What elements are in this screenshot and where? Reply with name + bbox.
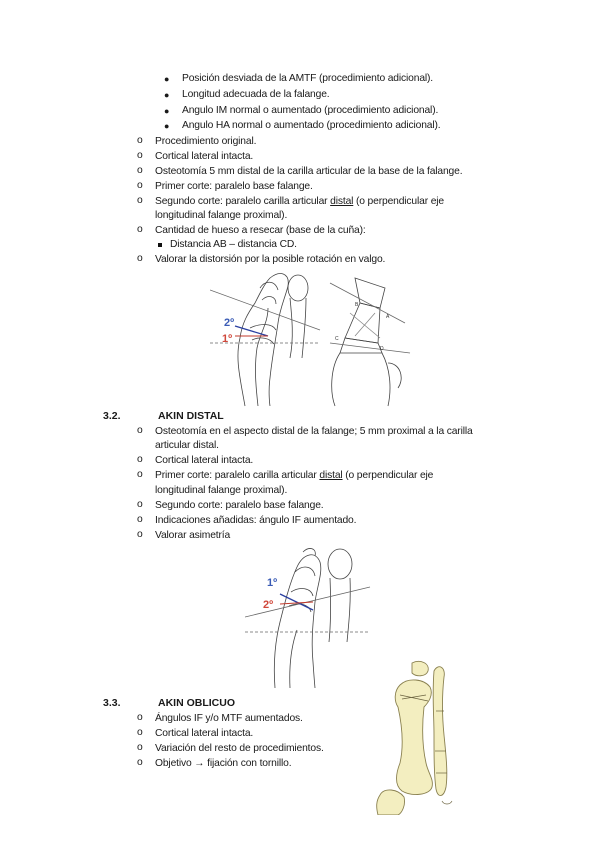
section-number: 3.3. — [103, 697, 121, 709]
bullet-dot: ● — [164, 90, 170, 100]
bullet-o: o — [137, 454, 143, 465]
figure-label-d: D — [380, 346, 384, 352]
list-item: Variación del resto de procedimientos. — [155, 743, 324, 754]
bullet-o: o — [137, 514, 143, 525]
bullet-o: o — [137, 135, 143, 146]
bullet-o: o — [137, 150, 143, 161]
figure-akin-oblicuo — [376, 660, 453, 815]
text-run: Primer corte: paralelo carilla articular — [155, 470, 320, 481]
figure-label-b: B — [355, 302, 359, 308]
section-title: AKIN DISTAL — [158, 410, 224, 422]
list-item: Ángulos IF y/o MTF aumentados. — [155, 713, 303, 724]
figure-label-2: 2º — [224, 317, 234, 329]
list-item: Valorar la distorsión por la posible rot… — [155, 254, 386, 265]
underlined-word: distal — [330, 196, 354, 207]
list-item: Valorar asimetría — [155, 530, 231, 541]
figure-label-1: 1º — [222, 333, 232, 345]
list-item: Osteotomía 5 mm distal de la carilla art… — [155, 166, 463, 177]
figure-label-a: A — [386, 314, 390, 320]
bullet-o: o — [137, 180, 143, 191]
bullet-o: o — [137, 224, 143, 235]
figure-akin-distal: 1º 2º — [245, 548, 371, 689]
text-run: (o perpendicular eje — [353, 196, 445, 207]
figure-label-c: C — [335, 336, 339, 342]
bullet-o: o — [137, 469, 143, 480]
list-item: Distancia AB – distancia CD. — [170, 239, 297, 250]
underlined-word: distal — [319, 470, 343, 481]
bullet-o: o — [137, 499, 143, 510]
bullet-o: o — [137, 727, 143, 738]
figure-label-1: 1º — [267, 577, 277, 589]
list-item: Segundo corte: paralelo base falange. — [155, 500, 324, 511]
list-item: Primer corte: paralelo base falange. — [155, 181, 313, 192]
list-item-continuation: longitudinal falange proximal). — [155, 485, 288, 496]
list-item: Indicaciones añadidas: ángulo IF aumenta… — [155, 515, 357, 526]
list-item: Angulo HA normal o aumentado (procedimie… — [182, 120, 441, 131]
list-item: Cortical lateral intacta. — [155, 728, 254, 739]
bullet-dot: ● — [164, 74, 170, 84]
bullet-o: o — [137, 425, 143, 436]
section-number: 3.2. — [103, 410, 121, 422]
list-item: Segundo corte: paralelo carilla articula… — [155, 195, 444, 209]
list-item: Cortical lateral intacta. — [155, 151, 254, 162]
list-item-continuation: articular distal. — [155, 440, 219, 451]
list-item: Cantidad de hueso a resecar (base de la … — [155, 225, 366, 236]
list-item: Primer corte: paralelo carilla articular… — [155, 469, 433, 483]
bullet-o: o — [137, 742, 143, 753]
list-item: Objetivo → fijación con tornillo. — [155, 758, 292, 769]
figure-akin-proximal: 2º 1º A B C D — [210, 273, 411, 407]
bullet-square — [158, 243, 162, 247]
section-title: AKIN OBLICUO — [158, 697, 235, 709]
list-item-continuation: longitudinal falange proximal). — [155, 210, 288, 221]
list-item: Posición desviada de la AMTF (procedimie… — [182, 73, 434, 84]
bullet-o: o — [137, 253, 143, 264]
bullet-o: o — [137, 712, 143, 723]
list-item: Cortical lateral intacta. — [155, 455, 254, 466]
bullet-dot: ● — [164, 106, 170, 116]
text-run: (o perpendicular eje — [342, 470, 434, 481]
list-item: Angulo IM normal o aumentado (procedimie… — [182, 105, 439, 116]
text-run: Segundo corte: paralelo carilla articula… — [155, 196, 331, 207]
bullet-o: o — [137, 757, 143, 768]
list-item: Osteotomía en el aspecto distal de la fa… — [155, 426, 473, 437]
list-item: Longitud adecuada de la falange. — [182, 89, 330, 100]
bullet-dot: ● — [164, 121, 170, 131]
bullet-o: o — [137, 529, 143, 540]
bullet-o: o — [137, 195, 143, 206]
bullet-o: o — [137, 165, 143, 176]
list-item: Procedimiento original. — [155, 136, 257, 147]
figure-label-2: 2º — [263, 599, 273, 611]
